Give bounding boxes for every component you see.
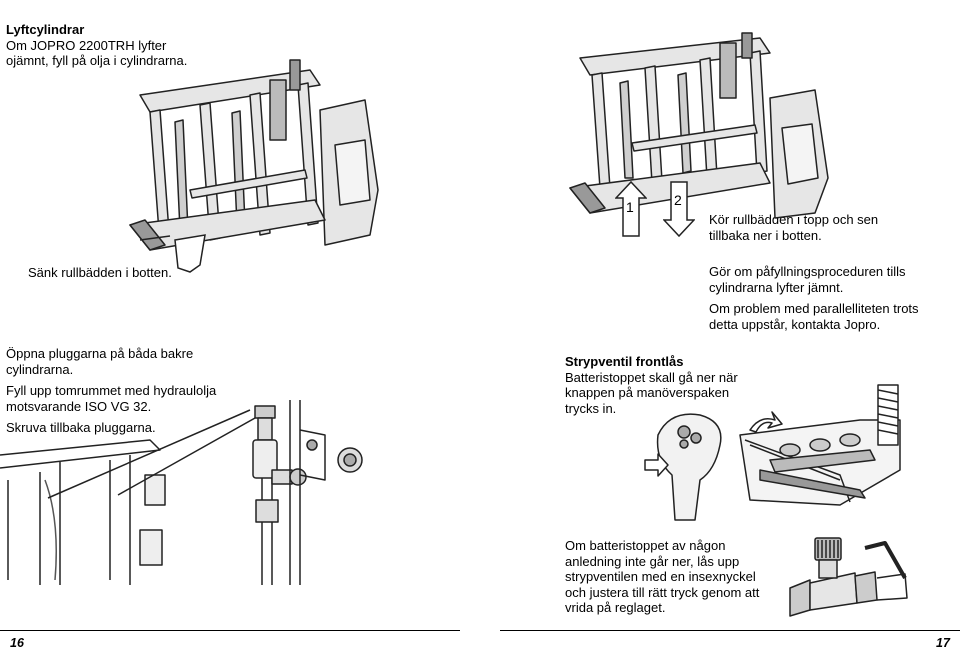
down-arrow (663, 181, 695, 238)
valve-block: Strypventil frontlås Batteristoppet skal… (565, 354, 765, 416)
page-number-left: 16 (10, 636, 24, 650)
step-repeat-text: Gör om påfyllningsproceduren tills cylin… (709, 264, 906, 295)
right-steps-block: Gör om påfyllningsproceduren tills cylin… (709, 264, 944, 332)
arrow-label-2: 2 (674, 192, 682, 208)
cylinder-plugs-illustration (0, 400, 363, 585)
right-footer-rule (500, 630, 960, 631)
intro-text: Om JOPRO 2200TRH lyfter ojämnt, fyll på … (6, 37, 188, 69)
step-fill-text: Fyll upp tomrummet med hydraulolja motsv… (6, 383, 217, 414)
page-number-right: 17 (936, 636, 950, 650)
valve-adjustment-box: Om batteristoppet av någon anledning int… (557, 528, 959, 620)
left-steps-block: Öppna pluggarna på båda bakre cylindrarn… (6, 346, 256, 436)
valve-heading: Strypventil frontlås (565, 354, 684, 369)
step-raise-text: Kör rullbädden i topp och sen tillbaka n… (709, 212, 879, 243)
throttle-valve-allen-key-illustration (789, 537, 908, 617)
up-arrow (615, 180, 647, 237)
step-lower-text: Sänk rullbädden i botten. (28, 265, 172, 280)
box-text: Om batteristoppet av någon anledning int… (565, 538, 760, 615)
section-heading-lift-cylinders: Lyftcylindrar (6, 22, 85, 37)
roller-bed-raised-illustration (569, 32, 829, 219)
valve-text: Batteristoppet skall gå ner när knappen … (565, 369, 738, 416)
left-footer-rule (0, 630, 460, 631)
step-screw-text: Skruva tillbaka pluggarna. (6, 420, 156, 435)
roller-bed-lowered-illustration (129, 59, 379, 273)
step-open-text: Öppna pluggarna på båda bakre cylindrarn… (6, 346, 194, 377)
step-contact-text: Om problem med parallelliteten trots det… (709, 301, 919, 332)
left-heading-block: Lyftcylindrar Om JOPRO 2200TRH lyfter oj… (6, 22, 206, 69)
arrow-label-1: 1 (626, 199, 634, 215)
front-lock-valve-illustration (644, 384, 901, 521)
